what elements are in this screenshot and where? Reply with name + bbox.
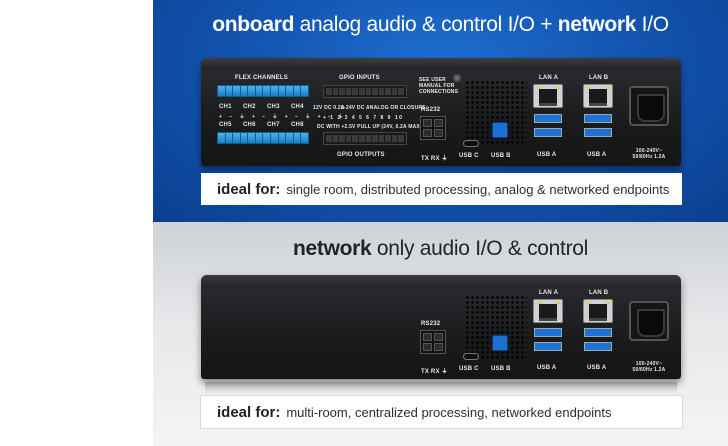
usb-b-label: USB B [491, 153, 511, 159]
usb-c-label: USB C [459, 153, 479, 159]
manual-note: SEE USER MANUAL FOR CONNECTIONS [419, 77, 459, 95]
rs232-txrx-label: TX RX ⏚ [421, 369, 448, 375]
headline-text-io: I/O [636, 13, 669, 36]
usb-a-port-3[interactable] [584, 328, 612, 337]
usb-c-label: USB C [459, 366, 479, 372]
rs232-label: RS232 [421, 107, 441, 113]
ch6-label: CH6 [243, 122, 256, 128]
device-reflection [205, 382, 677, 394]
rs232-txrx-label: TX RX ⏚ [421, 156, 448, 162]
usb-c-port[interactable] [463, 353, 479, 360]
gpio-inputs-terminal [323, 85, 407, 98]
comparison-graphic: onboard analog audio & control I/O + net… [153, 0, 728, 446]
rs232-label: RS232 [421, 321, 441, 327]
power-inlet[interactable] [629, 86, 669, 126]
device-with-analog-io: FLEX CHANNELS CH1 CH2 CH3 CH4 + – ⏚ + – … [201, 58, 681, 166]
flex-channels-terminal-top [217, 85, 309, 97]
lan-b-port[interactable] [583, 299, 613, 323]
headline-text: analog audio & control I/O + [294, 13, 558, 36]
headline-bold-onboard: onboard [212, 13, 295, 36]
usb-a-label-1: USB A [537, 365, 557, 371]
lan-a-port[interactable] [533, 84, 563, 108]
ideal-for-bar-network-only: ideal for: multi-room, centralized proce… [201, 396, 682, 428]
ideal-for-label: ideal for: [217, 180, 281, 198]
analog-range-label: 0-24V DC ANALOG OR CLOSURE [341, 105, 426, 111]
onboard-io-headline: onboard analog audio & control I/O + net… [153, 13, 728, 37]
ch7-label: CH7 [267, 122, 280, 128]
ch5-label: CH5 [219, 122, 232, 128]
usb-a-port-1[interactable] [534, 114, 562, 123]
rs232-port[interactable] [420, 330, 446, 354]
ch4-label: CH4 [291, 104, 304, 110]
ideal-for-bar-onboard: ideal for: single room, distributed proc… [201, 173, 682, 205]
usb-a-port-4[interactable] [584, 342, 612, 351]
gpio-numbers: + 1 2 3 4 5 6 7 8 9 10 [323, 115, 404, 121]
lan-a-label: LAN A [539, 290, 559, 296]
usb-b-port[interactable] [492, 122, 508, 138]
lan-b-port[interactable] [583, 84, 613, 108]
usb-a-label-2: USB A [587, 365, 607, 371]
lan-a-port[interactable] [533, 299, 563, 323]
usb-a-port-3[interactable] [584, 114, 612, 123]
usb-b-port[interactable] [492, 335, 508, 351]
gpio-outputs-label: GPIO OUTPUTS [337, 152, 385, 158]
device-network-only: RS232 TX RX ⏚ USB C USB B LAN A USB A LA… [201, 275, 681, 379]
lan-b-label: LAN B [589, 75, 609, 81]
flex-channels-terminal-bottom [217, 132, 309, 144]
ch3-label: CH3 [267, 104, 280, 110]
usb-b-label: USB B [491, 366, 511, 372]
ch8-label: CH8 [291, 122, 304, 128]
usb-a-port-1[interactable] [534, 328, 562, 337]
pullup-label: DC WITH +2.5V PULL UP (24V, 0.2A MAX) [317, 124, 422, 130]
gpio-outputs-terminal [323, 132, 407, 145]
power-rating-label: 100-240V~ 50/60Hz 1.2A [632, 361, 666, 373]
headline-bold-network-only: network [292, 237, 372, 260]
lan-a-label: LAN A [539, 75, 559, 81]
usb-a-port-2[interactable] [534, 342, 562, 351]
ideal-for-label: ideal for: [217, 403, 281, 421]
ch2-label: CH2 [243, 104, 256, 110]
usb-a-port-2[interactable] [534, 128, 562, 137]
ideal-for-text: single room, distributed processing, ana… [286, 181, 670, 197]
ch1-label: CH1 [219, 104, 232, 110]
usb-a-label-1: USB A [537, 152, 557, 158]
twelve-volt-label: 12V DC 0.2A [313, 105, 345, 111]
rs232-port[interactable] [420, 116, 446, 140]
flex-channels-label: FLEX CHANNELS [235, 75, 288, 81]
usb-c-port[interactable] [463, 140, 479, 147]
headline-bold-network: network [557, 13, 637, 36]
ideal-for-text: multi-room, centralized processing, netw… [286, 404, 612, 420]
network-only-headline: network only audio I/O & control [153, 237, 728, 261]
usb-a-label-2: USB A [587, 152, 607, 158]
channel-polarity: + – ⏚ + – ⏚ + – ⏚ + – ⏚ [219, 114, 347, 120]
usb-a-port-4[interactable] [584, 128, 612, 137]
lan-b-label: LAN B [589, 290, 609, 296]
gpio-inputs-label: GPIO INPUTS [339, 75, 380, 81]
power-inlet[interactable] [629, 301, 669, 341]
headline-text-network-only: only audio I/O & control [371, 237, 589, 260]
chassis-screw [453, 74, 461, 82]
power-rating-label: 100-240V~ 50/60Hz 1.2A [632, 148, 666, 160]
